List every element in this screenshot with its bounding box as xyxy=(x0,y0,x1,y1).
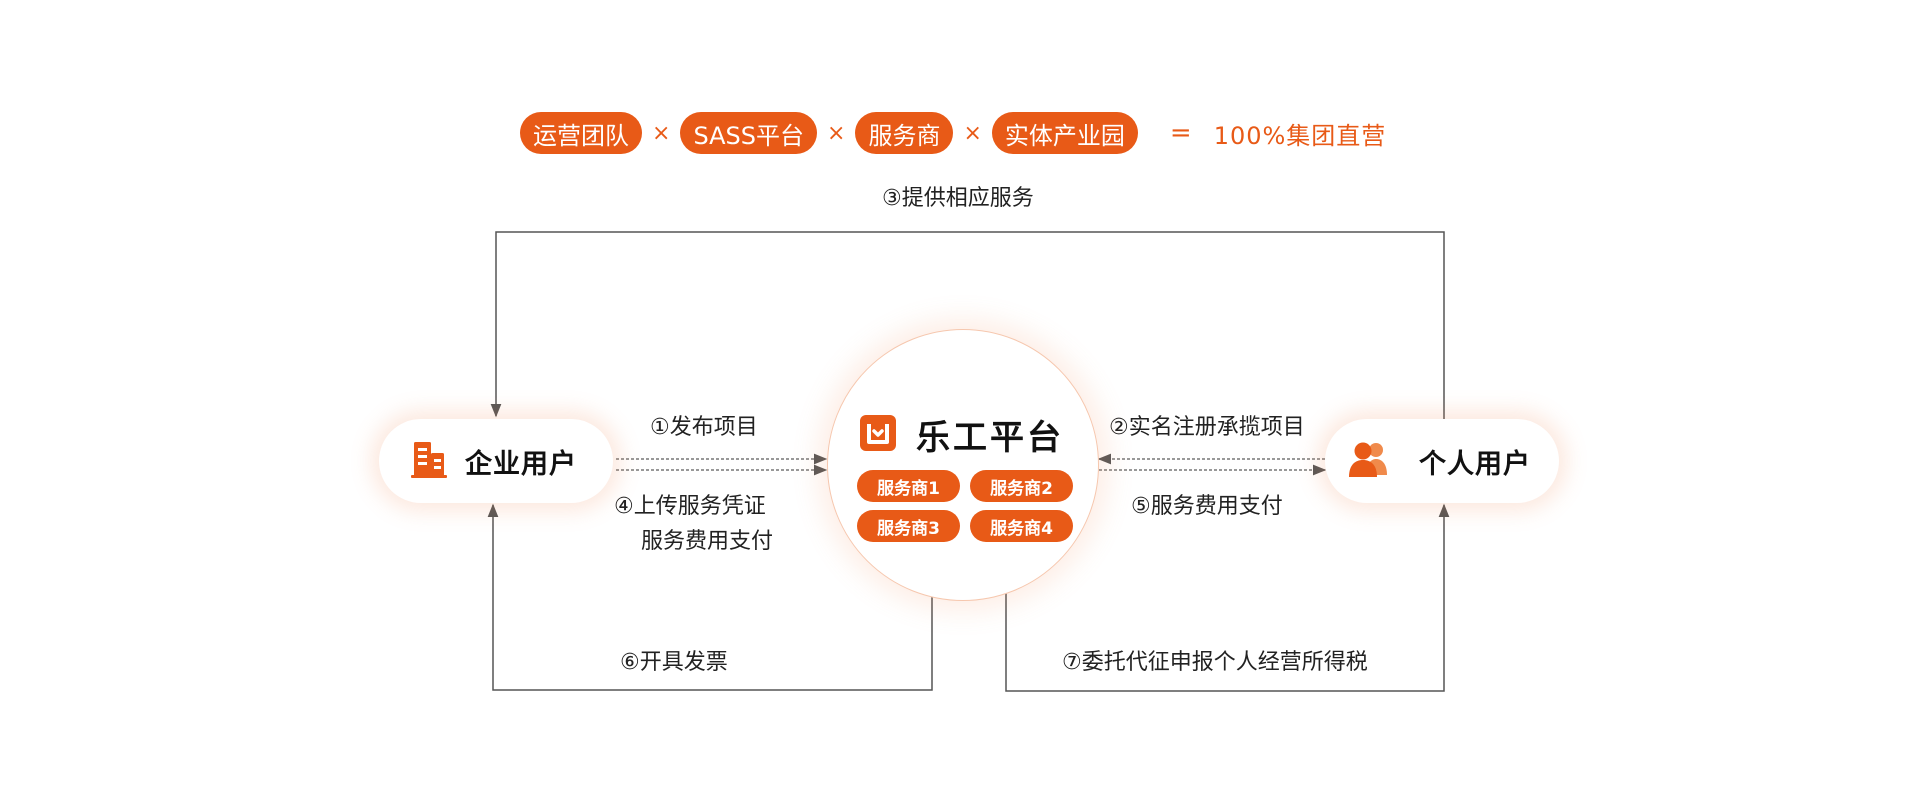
formula-term-sass-platform: SASS平台 xyxy=(680,112,818,154)
step-fee-payment: ⑤服务费用支付 xyxy=(1131,494,1283,519)
formula-term-service-provider: 服务商 xyxy=(855,112,954,154)
flow-line-invoice xyxy=(487,503,933,691)
flow-line-tax-filing xyxy=(1005,503,1450,692)
platform-logo-icon xyxy=(860,414,896,455)
formula-term-industrial-park: 实体产业园 xyxy=(991,112,1138,154)
times-sign: × xyxy=(827,120,846,146)
platform-hub: 乐工平台 服务商1 服务商2 服务商3 服务商4 xyxy=(827,329,1099,601)
platform-title: 乐工平台 xyxy=(916,418,1064,458)
provider-chip-3: 服务商3 xyxy=(857,510,960,542)
step-publish-project: ①发布项目 xyxy=(650,415,758,440)
formula-result: 100%集团直营 xyxy=(1213,121,1387,150)
formula-row: 运营团队 × SASS平台 × 服务商 × 实体产业园 = 100%集团直营 xyxy=(520,111,1386,155)
times-sign: × xyxy=(652,120,671,146)
personal-user-node: 个人用户 xyxy=(1325,419,1559,503)
step-issue-invoice: ⑥开具发票 xyxy=(620,650,728,675)
step-register-undertake: ②实名注册承揽项目 xyxy=(1109,415,1305,440)
step-upload-voucher-payment: 服务费用支付 xyxy=(641,529,774,554)
enterprise-user-node: 企业用户 xyxy=(379,419,613,503)
provider-chip-4: 服务商4 xyxy=(970,510,1073,542)
platform-header: 乐工平台 xyxy=(860,410,1064,459)
formula-term-operations-team: 运营团队 xyxy=(520,112,642,154)
enterprise-user-title: 企业用户 xyxy=(465,448,577,480)
equals-sign: = xyxy=(1169,118,1192,148)
step-provide-service: ③提供相应服务 xyxy=(882,186,1034,211)
building-icon xyxy=(409,439,449,483)
times-sign: × xyxy=(963,120,982,146)
provider-chip-2: 服务商2 xyxy=(970,470,1073,502)
provider-chip-1: 服务商1 xyxy=(857,470,960,502)
flow-line-service-loop xyxy=(490,231,1445,419)
step-tax-filing: ⑦委托代征申报个人经营所得税 xyxy=(1062,650,1368,675)
step-upload-voucher: ④上传服务凭证 xyxy=(614,494,766,519)
users-icon xyxy=(1347,439,1389,483)
personal-user-title: 个人用户 xyxy=(1419,448,1531,480)
